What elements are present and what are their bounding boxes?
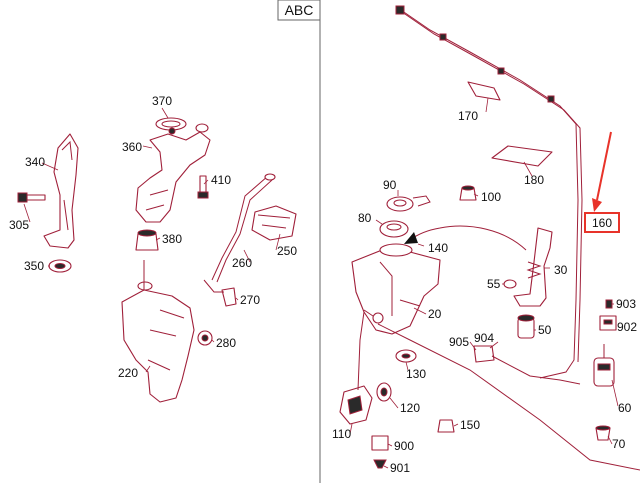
label-280: 280 xyxy=(216,336,236,350)
part-160-hose xyxy=(395,5,583,379)
part-901-nozzle xyxy=(373,459,387,469)
highlight-box xyxy=(584,212,620,233)
part-380-cap xyxy=(135,229,159,251)
label-60: 60 xyxy=(618,401,632,415)
part-360-filler-neck xyxy=(135,123,211,223)
label-130: 130 xyxy=(406,367,426,381)
part-410-bolt xyxy=(197,175,209,199)
label-160: 160 xyxy=(592,216,612,230)
header-code: ABC xyxy=(285,2,314,18)
label-410: 410 xyxy=(211,173,231,187)
highlight-arrow xyxy=(596,131,612,201)
header-box xyxy=(277,0,321,21)
part-70-grommet xyxy=(595,425,611,441)
label-110: 110 xyxy=(332,427,351,441)
hose-line xyxy=(377,323,640,471)
part-140-direction-arrow xyxy=(404,225,527,251)
part-260-pipe xyxy=(211,173,276,283)
part-280-grommet xyxy=(197,330,213,346)
label-902: 902 xyxy=(617,320,637,334)
part-903-nozzle xyxy=(605,299,613,309)
label-170: 170 xyxy=(458,109,478,123)
part-50-pump xyxy=(517,314,535,339)
part-902-connector xyxy=(599,315,617,331)
part-120-grommet xyxy=(376,382,392,402)
part-55-grommet xyxy=(503,279,517,289)
highlight-arrowhead xyxy=(592,198,602,212)
label-100: 100 xyxy=(481,190,501,204)
part-90-cap xyxy=(386,195,431,212)
label-90: 90 xyxy=(383,178,397,192)
part-350-grommet xyxy=(48,259,72,273)
part-80-filler-cap xyxy=(379,220,409,238)
label-270: 270 xyxy=(240,293,260,307)
label-350: 350 xyxy=(24,259,44,273)
part-20-reservoir xyxy=(351,243,441,335)
part-180-pad xyxy=(491,145,553,167)
label-70: 70 xyxy=(612,437,626,451)
part-900-connector xyxy=(371,435,389,451)
label-120: 120 xyxy=(400,401,420,415)
label-260: 260 xyxy=(232,256,252,270)
label-80: 80 xyxy=(358,211,372,225)
label-305: 305 xyxy=(9,218,29,232)
part-250-cap xyxy=(251,205,297,241)
part-220-reservoir xyxy=(121,260,195,403)
part-100-plug xyxy=(459,185,477,201)
label-250: 250 xyxy=(277,244,297,258)
label-50: 50 xyxy=(538,323,552,337)
label-903: 903 xyxy=(616,297,636,311)
label-180: 180 xyxy=(524,173,544,187)
part-270-clip xyxy=(203,279,237,307)
part-305-bolt xyxy=(17,192,46,203)
label-150: 150 xyxy=(460,418,480,432)
label-140: 140 xyxy=(428,241,448,255)
part-110-pump xyxy=(339,385,373,425)
label-30: 30 xyxy=(554,263,568,277)
hose-line-2 xyxy=(357,311,365,391)
part-30-bracket xyxy=(513,227,553,307)
label-20: 20 xyxy=(428,307,442,321)
part-370-seal xyxy=(155,117,187,135)
label-340: 340 xyxy=(25,155,45,169)
label-380: 380 xyxy=(162,232,182,246)
part-170-cover xyxy=(467,81,501,101)
label-900: 900 xyxy=(394,439,414,453)
label-370: 370 xyxy=(152,94,172,108)
part-130-grommet xyxy=(395,349,417,363)
label-905: 905 xyxy=(449,335,469,349)
label-55: 55 xyxy=(487,277,501,291)
part-904-connector xyxy=(473,345,581,385)
label-901: 901 xyxy=(390,461,410,475)
label-904: 904 xyxy=(474,331,494,345)
part-150-grommet xyxy=(437,419,455,433)
part-340-bracket xyxy=(43,133,79,249)
label-220: 220 xyxy=(118,366,138,380)
highlight-callout-160: 160 xyxy=(584,131,620,233)
part-60-pump xyxy=(593,344,615,387)
label-360: 360 xyxy=(122,140,142,154)
